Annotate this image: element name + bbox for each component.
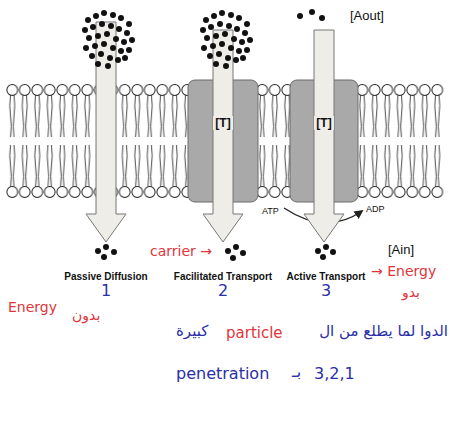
molecule-dot bbox=[103, 244, 109, 250]
handwritten-note: كبيرة bbox=[176, 322, 208, 340]
energy-label: ATP bbox=[262, 200, 279, 218]
handwritten-note: بـ bbox=[292, 362, 301, 381]
molecule-dot bbox=[297, 13, 303, 19]
region-label: [Ain] bbox=[388, 242, 414, 258]
handwritten-number: 2 bbox=[218, 281, 228, 300]
molecule-dot bbox=[230, 255, 236, 261]
handwritten-note: الدوا لما يطلع من ال bbox=[319, 322, 448, 340]
handwritten-note: → Energy bbox=[371, 263, 436, 280]
handwritten-number: 3 bbox=[321, 281, 331, 300]
handwritten-note: 3,2,1 bbox=[314, 364, 355, 383]
handwritten-note: Energy bbox=[8, 298, 57, 316]
handwritten-note: penetration bbox=[176, 364, 269, 383]
molecule-cluster bbox=[82, 10, 135, 69]
energy-label: ADP bbox=[366, 198, 385, 216]
region-label: [Aout] bbox=[350, 8, 384, 24]
region-label: [Aout] bbox=[350, 6, 384, 24]
carrier-label: [T] bbox=[314, 116, 333, 130]
handwritten-note: particle bbox=[226, 324, 283, 342]
handwritten-note: penetration bbox=[176, 364, 269, 383]
molecule-dot bbox=[323, 244, 329, 250]
handwritten-note: → Energy bbox=[371, 262, 436, 280]
molecule-dot bbox=[240, 250, 246, 256]
handwritten-number: 2 bbox=[218, 281, 228, 300]
handwritten-note: carrier → bbox=[150, 242, 212, 260]
molecule-cluster bbox=[200, 10, 253, 69]
handwritten-number: 1 bbox=[101, 281, 111, 300]
handwritten-note: الدوا لما يطلع من ال bbox=[319, 322, 448, 340]
molecule-dot bbox=[111, 249, 117, 255]
molecule-dot bbox=[319, 15, 325, 21]
handwritten-number: 3 bbox=[321, 281, 331, 300]
region-label: [Ain] bbox=[388, 240, 414, 258]
handwritten-note: بدون bbox=[72, 306, 100, 324]
molecule-dots bbox=[82, 9, 336, 261]
molecule-dot bbox=[309, 9, 315, 15]
handwritten-note: بدو bbox=[402, 284, 420, 301]
handwritten-note: بدو bbox=[402, 283, 420, 301]
molecule-dot bbox=[225, 248, 231, 254]
handwritten-note: carrier → bbox=[150, 243, 212, 260]
molecule-dot bbox=[95, 248, 101, 254]
carrier-label: [T] bbox=[213, 116, 232, 130]
molecule-dot bbox=[101, 254, 107, 260]
handwritten-note: Energy bbox=[8, 299, 57, 316]
molecule-dot bbox=[233, 244, 239, 250]
handwritten-number: 1 bbox=[101, 281, 111, 300]
molecule-dot bbox=[330, 249, 336, 255]
molecule-dot bbox=[315, 248, 321, 254]
handwritten-note: كبيرة bbox=[176, 322, 208, 340]
handwritten-note: 3,2,1 bbox=[314, 364, 355, 383]
handwritten-note: بـ bbox=[292, 362, 301, 381]
handwritten-note: particle bbox=[226, 324, 283, 342]
handwritten-note: بدون bbox=[72, 307, 100, 324]
active-arrow bbox=[304, 30, 344, 242]
energy-label: ATP bbox=[262, 206, 279, 217]
energy-label: ADP bbox=[366, 204, 385, 215]
carrier-box: [T] bbox=[188, 80, 258, 202]
molecule-dot bbox=[320, 254, 326, 260]
carrier-box: [T] bbox=[290, 80, 358, 202]
